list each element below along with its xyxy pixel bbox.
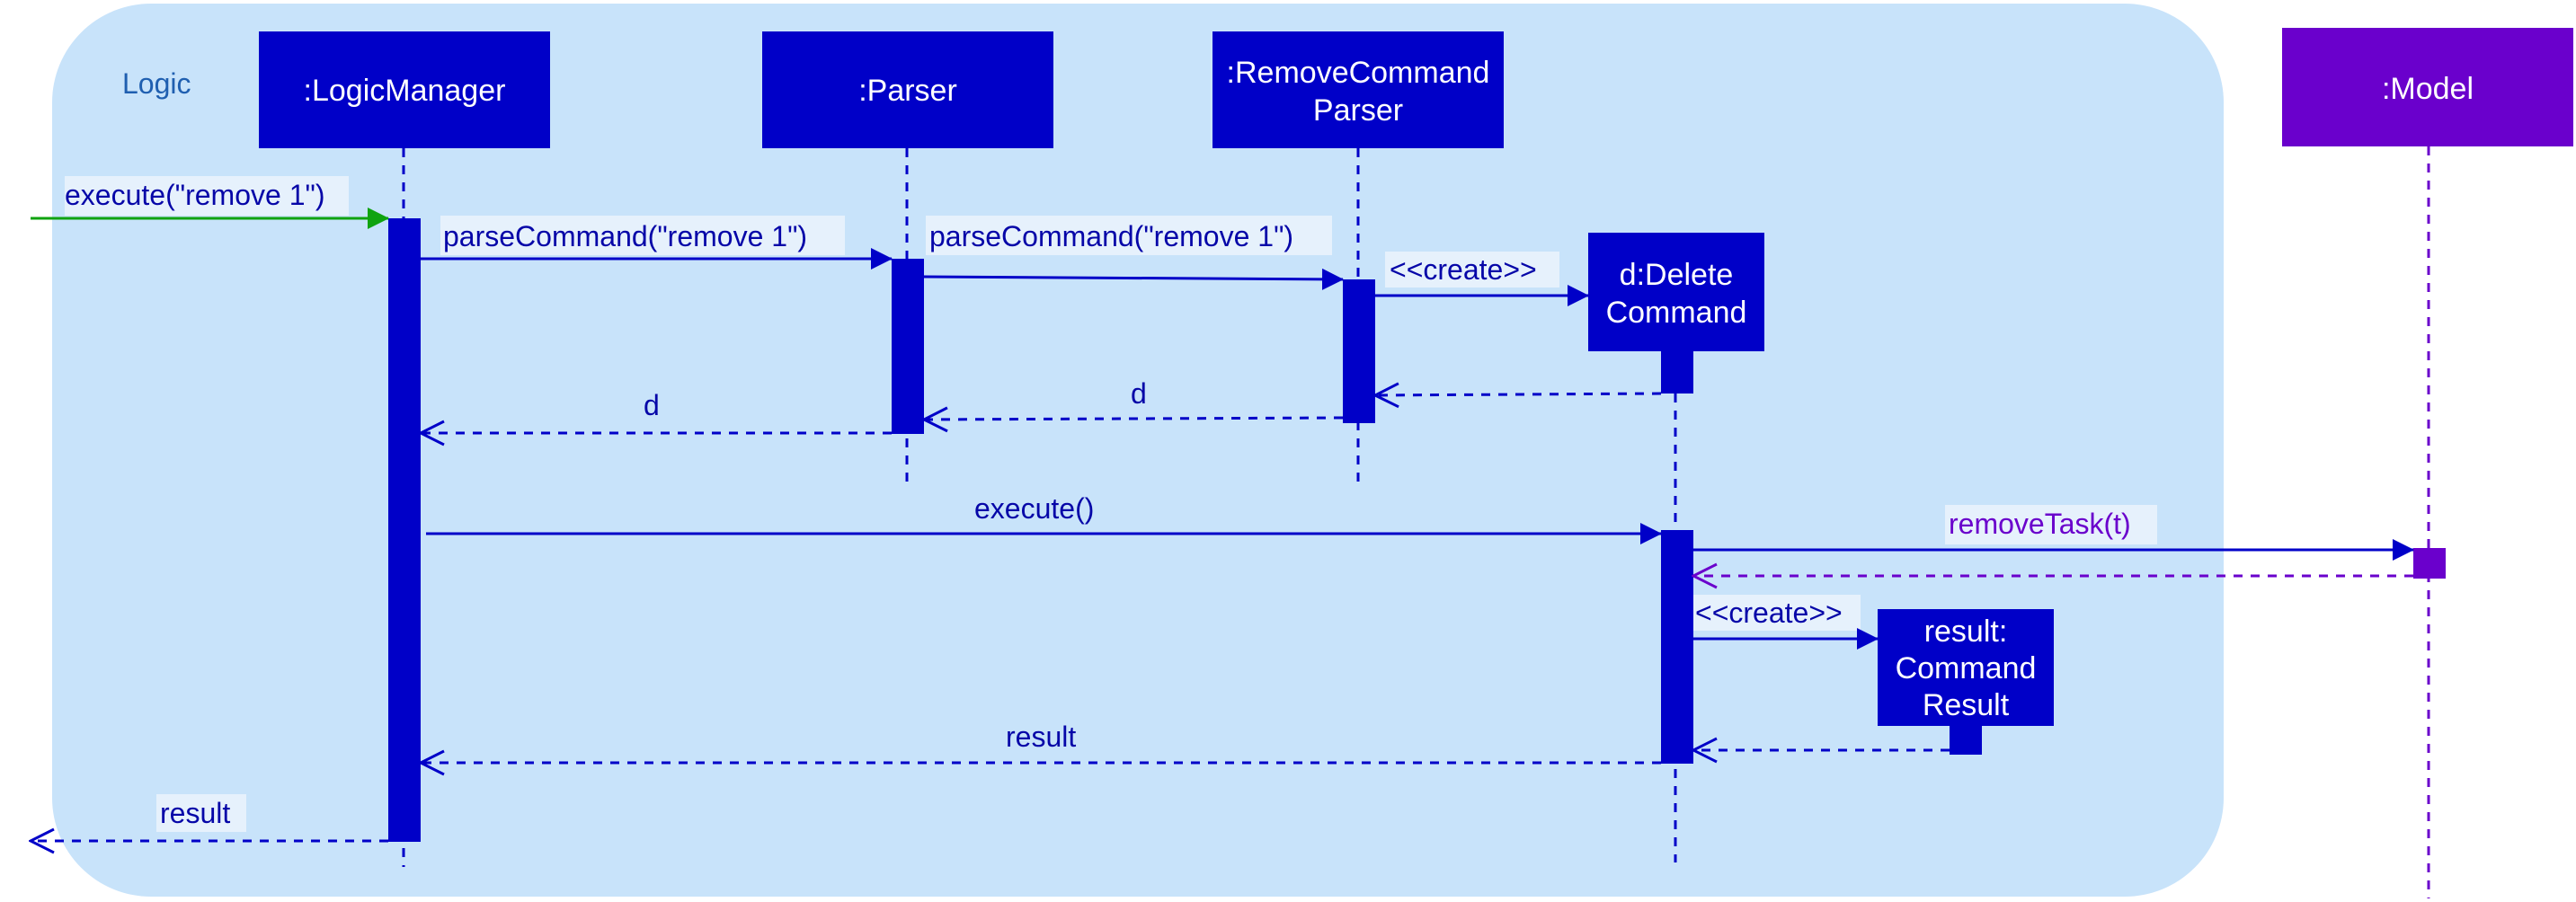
participant-command-result	[1878, 609, 2054, 726]
message-create-result: <<create>>	[1695, 597, 1843, 629]
activation-delete-command-create	[1661, 351, 1693, 394]
participant-model	[2282, 28, 2573, 146]
arrow-return-d-remove	[1375, 394, 1662, 395]
participant-model-label: :Model	[2382, 72, 2474, 106]
participant-command-result-label-1: result:	[1924, 615, 2008, 649]
participant-command-result-label-2: Command	[1896, 651, 2037, 685]
activation-command-result	[1950, 726, 1982, 755]
participant-command-result-label-3: Result	[1923, 688, 2010, 722]
activation-remove-parser	[1343, 279, 1375, 423]
label-bg-create-result	[1693, 595, 1861, 631]
participant-remove-parser-label-2: Parser	[1313, 93, 1403, 128]
frame-label: Logic	[122, 67, 191, 100]
label-bg-parse-to-parser	[440, 216, 845, 255]
arrow-return-d-parser	[924, 418, 1344, 420]
label-bg-create-delete	[1385, 252, 1559, 287]
activation-model	[2413, 548, 2446, 579]
arrow-parse-to-remove	[923, 268, 1344, 290]
activation-logic-manager	[388, 218, 421, 842]
participant-delete-command-label-2: Command	[1606, 296, 1747, 330]
participant-logic-manager	[259, 31, 550, 148]
message-return-result-out: result	[160, 797, 230, 829]
participant-parser-label: :Parser	[858, 74, 957, 108]
message-parse-to-parser: parseCommand("remove 1")	[443, 220, 807, 252]
message-execute-call: execute()	[974, 492, 1094, 525]
message-return-result-cmd: result	[1006, 721, 1076, 753]
label-bg-parse-to-remove	[926, 216, 1332, 255]
activation-parser	[892, 259, 924, 434]
label-bg-remove-task	[1945, 505, 2157, 544]
participant-delete-command-label-1: d:Delete	[1620, 258, 1734, 292]
message-parse-to-remove: parseCommand("remove 1")	[929, 220, 1293, 252]
message-remove-task: removeTask(t)	[1949, 508, 2131, 540]
label-bg-execute-in	[65, 176, 349, 216]
label-bg-return-result-out	[156, 794, 246, 832]
participant-remove-parser	[1212, 31, 1504, 148]
message-execute-in: execute("remove 1")	[65, 179, 325, 211]
participant-delete-command	[1588, 233, 1764, 351]
activation-delete-command	[1661, 530, 1693, 764]
participant-logic-manager-label: :LogicManager	[304, 74, 506, 108]
participant-remove-parser-label-1: :RemoveCommand	[1227, 56, 1490, 90]
message-return-d-remove: d	[1131, 377, 1147, 410]
message-return-d-parser: d	[644, 389, 660, 421]
participant-parser	[762, 31, 1053, 148]
message-create-delete: <<create>>	[1390, 253, 1537, 286]
